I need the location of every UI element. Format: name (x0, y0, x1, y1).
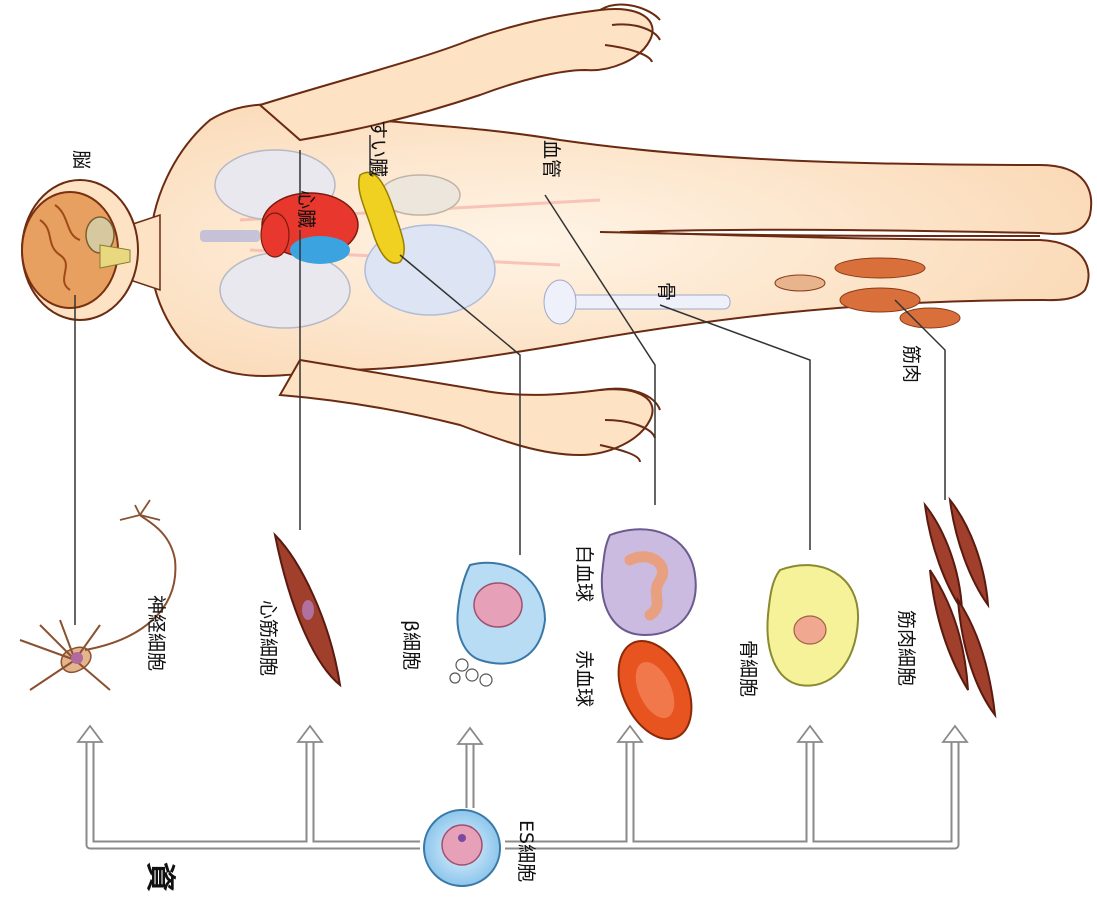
label-pancreas: すい臓 (367, 120, 389, 177)
arrowhead-beta (458, 728, 482, 744)
arrowhead-blood (618, 726, 642, 742)
spine (200, 230, 260, 242)
arm-lower (280, 360, 653, 455)
label-vessel: 血管 (540, 140, 562, 178)
corner-mark: 資 (142, 862, 177, 892)
human-body (130, 5, 1091, 462)
arrowhead-cardio (298, 726, 322, 742)
label-neuron: 神経細胞 (145, 595, 167, 671)
label-muscle-cell: 筋肉細胞 (895, 610, 917, 686)
es-cell (424, 810, 500, 886)
lungs-lower (220, 252, 350, 328)
muscle-cells (925, 500, 995, 715)
label-heart: 心臓 (295, 190, 317, 228)
line-bone-osteo (660, 305, 810, 550)
label-es-cell: ES細胞 (515, 820, 537, 882)
line-muscle-cells (895, 300, 945, 500)
label-bone: 骨 (655, 282, 677, 301)
arrowhead-neuron (78, 726, 102, 742)
arm-upper (260, 9, 653, 140)
arrowhead-osteo (798, 726, 822, 742)
osteocyte-cell (767, 565, 858, 686)
white-blood-cell (602, 529, 696, 635)
beta-cell (450, 563, 545, 686)
head (22, 180, 138, 320)
label-brain: 脳 (70, 150, 92, 169)
arrowhead-muscle (943, 726, 967, 742)
label-wbc: 白血球 (573, 545, 595, 602)
red-blood-cell (604, 629, 706, 750)
label-rbc: 赤血球 (573, 650, 595, 707)
arrowheads (78, 726, 967, 744)
label-muscle: 筋肉 (900, 345, 922, 383)
label-beta: β細胞 (400, 620, 422, 670)
cardiomyocyte-nucleus (302, 600, 314, 620)
label-osteocyte: 骨細胞 (737, 640, 759, 697)
label-cardiomyocyte: 心筋細胞 (257, 600, 279, 676)
